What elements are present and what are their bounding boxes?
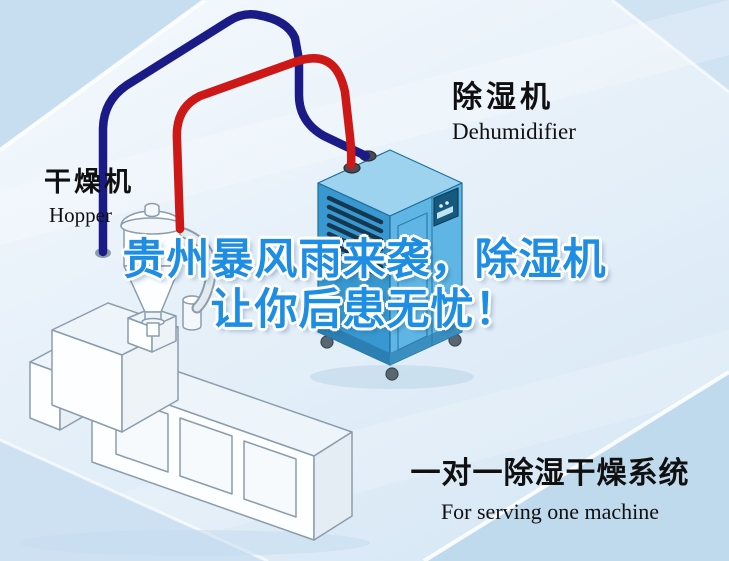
navy-hose [98, 10, 371, 257]
dehumidifier-unit [310, 149, 474, 389]
footer-caption-cn: 一对一除湿干燥系统 [410, 457, 690, 490]
footer-caption-en: For serving one machine [440, 499, 660, 524]
hopper-label: 干燥机 Hopper [44, 160, 134, 228]
extruder-machine [20, 295, 370, 556]
dehumidifier-label: 除湿机 Dehumidifier [452, 72, 576, 145]
dehumidifier-label-en: Dehumidifier [452, 119, 576, 144]
hopper-label-en: Hopper [49, 203, 112, 227]
footer-caption: 一对一除湿干燥系统 For serving one machine [400, 448, 700, 525]
main-title-line2: 让你后患无忧！ [210, 285, 519, 334]
vent-grille [326, 195, 384, 279]
control-panel [433, 187, 459, 227]
caster-wheels [320, 333, 462, 381]
main-title: 贵州暴风雨来袭，除湿机 让你后患无忧！ [0, 236, 729, 336]
hopper-label-cn: 干燥机 [44, 167, 134, 197]
dehumidifier-label-cn: 除湿机 [452, 81, 554, 114]
red-hose [172, 54, 356, 234]
main-title-line1: 贵州暴风雨来袭，除湿机 [122, 236, 607, 284]
hopper-dryer [120, 202, 217, 337]
hoses [95, 10, 371, 258]
